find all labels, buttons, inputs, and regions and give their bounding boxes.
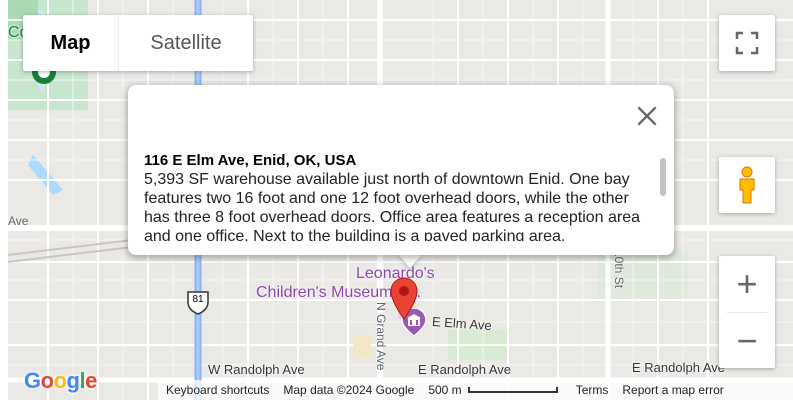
map-label-10th-st: 10th St — [612, 250, 626, 289]
poi-label-line2: Children's Museum &... — [256, 284, 421, 301]
scale-label[interactable]: 500 m — [428, 383, 462, 397]
poi-label-museum[interactable]: Leonardo's Children's Museum &... — [256, 264, 456, 302]
map-data-attribution: Map data ©2024 Google — [283, 383, 415, 397]
info-window-title: 116 E Elm Ave, Enid, OK, USA — [144, 152, 357, 169]
google-logo-letter: g — [66, 368, 80, 393]
poi-label-line1: Leonardo's — [356, 265, 435, 282]
museum-icon[interactable] — [401, 309, 427, 337]
street-view-pegman-button[interactable] — [719, 157, 775, 213]
scale-bar — [467, 387, 558, 393]
pegman-icon — [739, 166, 755, 204]
map-type-map-button[interactable]: Map — [50, 31, 91, 54]
close-icon[interactable] — [634, 103, 660, 129]
info-window-tail — [398, 254, 422, 268]
info-window-content[interactable]: 116 E Elm Ave, Enid, OK, USA 5,393 SF wa… — [144, 151, 658, 241]
report-map-error-link[interactable]: Report a map error — [622, 383, 724, 397]
zoom-out-button[interactable]: − — [736, 320, 758, 361]
zoom-in-button[interactable]: + — [736, 263, 758, 304]
zoom-divider — [727, 312, 767, 313]
google-logo-letter: o — [53, 368, 67, 393]
map-label-w-randolph-ave: W Randolph Ave — [208, 362, 305, 377]
map-canvas[interactable]: Co Ave 81 N Grand Ave 10th St E Elm Ave … — [8, 0, 793, 400]
map-type-satellite-button[interactable]: Satellite — [118, 15, 253, 71]
info-window-scrollbar[interactable] — [660, 158, 666, 196]
google-logo-letter: o — [40, 368, 54, 393]
fullscreen-button[interactable] — [719, 15, 775, 71]
map-label-e-randolph-ave: E Randolph Ave — [418, 362, 511, 377]
info-window-description: 5,393 SF warehouse available just north … — [144, 171, 641, 241]
terms-link[interactable]: Terms — [575, 383, 609, 397]
info-window: 116 E Elm Ave, Enid, OK, USA 5,393 SF wa… — [128, 85, 674, 255]
map-label-ave-fragment: Ave — [8, 214, 29, 228]
google-logo-letter: l — [79, 368, 86, 393]
map-label-e-randolph-ave-east: E Randolph Ave — [632, 360, 725, 375]
google-logo: Google — [24, 368, 97, 394]
map-footer: Keyboard shortcuts Map data ©2024 Google… — [158, 380, 793, 400]
route-81-shield — [187, 291, 209, 315]
google-logo-letter: e — [85, 368, 97, 393]
zoom-control: + − — [719, 256, 775, 368]
fullscreen-icon — [735, 31, 759, 55]
keyboard-shortcuts-link[interactable]: Keyboard shortcuts — [166, 383, 270, 397]
map-pin-icon[interactable] — [389, 276, 419, 320]
google-logo-letter: G — [24, 368, 41, 393]
map-type-control: Map Satellite — [23, 15, 253, 71]
map-label-n-grand-ave: N Grand Ave — [374, 302, 388, 371]
route-81-label: 81 — [192, 294, 204, 305]
